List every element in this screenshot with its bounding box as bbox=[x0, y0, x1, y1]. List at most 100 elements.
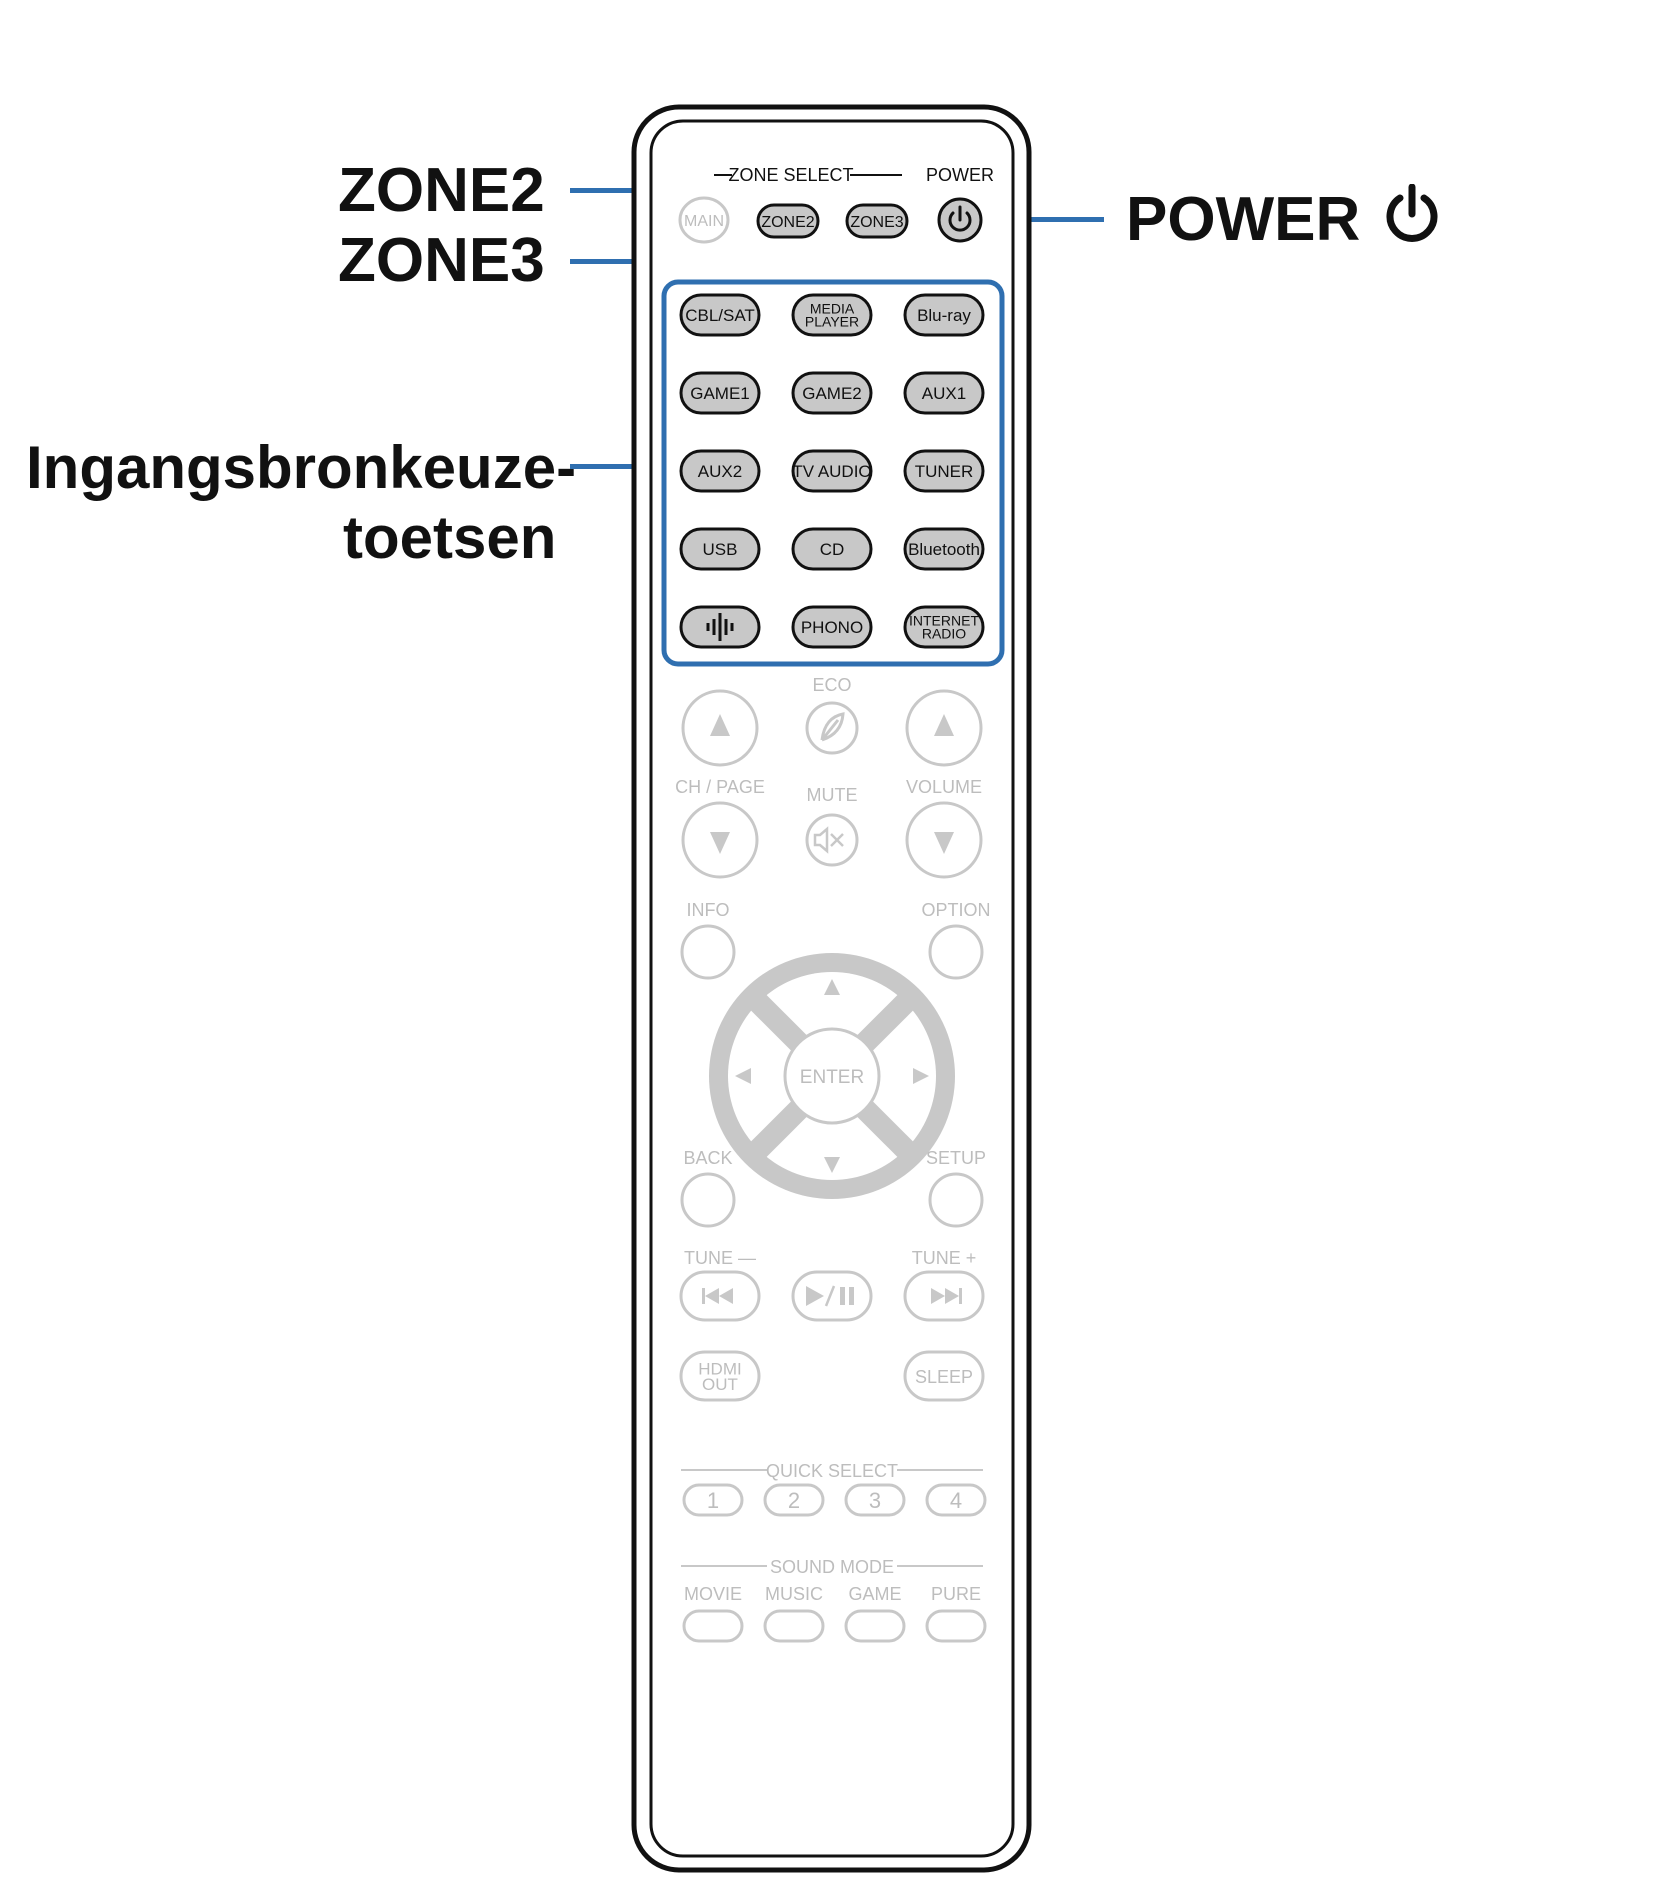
dpad-down-arrow[interactable] bbox=[824, 1157, 840, 1173]
heos-icon bbox=[706, 613, 734, 641]
tune-plus-label: TUNE + bbox=[912, 1248, 977, 1268]
quick-select-button[interactable] bbox=[925, 1483, 987, 1517]
zone2-callout: ZONE2 bbox=[338, 156, 545, 225]
volume-label: VOLUME bbox=[906, 777, 982, 797]
sound-mode-label-2: MUSIC bbox=[765, 1584, 823, 1604]
zone3-callout: ZONE3 bbox=[338, 226, 545, 295]
sound-mode-label-4: PURE bbox=[931, 1584, 981, 1604]
power-icon bbox=[1387, 183, 1438, 242]
power-callout: POWER bbox=[1126, 183, 1439, 254]
eco-label: ECO bbox=[812, 675, 851, 695]
sound-mode-button[interactable] bbox=[682, 1609, 744, 1643]
sleep-label: SLEEP bbox=[915, 1367, 973, 1387]
dpad-up-arrow[interactable] bbox=[824, 979, 840, 995]
option-button[interactable] bbox=[928, 924, 984, 980]
input-button[interactable] bbox=[903, 527, 985, 571]
sleep-button[interactable] bbox=[903, 1350, 985, 1402]
input-buttons-highlight-frame bbox=[661, 279, 1005, 667]
info-label: INFO bbox=[687, 900, 730, 920]
input-leader-line bbox=[570, 464, 662, 469]
input-button-label: Blu-ray bbox=[917, 306, 971, 325]
input-button[interactable] bbox=[791, 293, 873, 337]
input-button-label: TV AUDIO bbox=[792, 462, 871, 481]
zone-select-label: ZONE SELECT bbox=[728, 165, 853, 185]
input-button[interactable] bbox=[791, 449, 873, 493]
quick-select-label: QUICK SELECT bbox=[766, 1461, 898, 1481]
input-button[interactable] bbox=[679, 527, 761, 571]
input-buttons-callout-line2: toetsen bbox=[343, 504, 557, 571]
zone3-button[interactable] bbox=[845, 203, 909, 239]
quick-select-button[interactable] bbox=[763, 1483, 825, 1517]
power-leader-line bbox=[978, 217, 1104, 222]
play-pause-button[interactable] bbox=[791, 1270, 873, 1322]
input-button[interactable] bbox=[679, 293, 761, 337]
main-button-label: MAIN bbox=[684, 213, 724, 230]
skip-back-icon bbox=[702, 1288, 733, 1304]
input-button-label: AUX2 bbox=[698, 462, 742, 481]
input-button-label: PHONO bbox=[801, 618, 863, 637]
input-button[interactable] bbox=[679, 449, 761, 493]
sound-mode-buttons: MOVIE MUSIC GAME PURE bbox=[682, 1584, 987, 1643]
sound-mode-button[interactable] bbox=[844, 1609, 906, 1643]
quick-select-button-label: 1 bbox=[707, 1488, 719, 1513]
input-button-label: AUX1 bbox=[922, 384, 966, 403]
sound-mode-label: SOUND MODE bbox=[770, 1557, 894, 1577]
mute-button[interactable] bbox=[805, 813, 859, 867]
enter-label: ENTER bbox=[800, 1067, 864, 1088]
input-button[interactable] bbox=[791, 527, 873, 571]
mute-label: MUTE bbox=[807, 785, 858, 805]
input-button[interactable] bbox=[791, 605, 873, 649]
input-button[interactable] bbox=[903, 293, 985, 337]
quick-select-button[interactable] bbox=[682, 1483, 744, 1517]
sound-mode-button[interactable] bbox=[925, 1609, 987, 1643]
quick-select-button-label: 4 bbox=[950, 1488, 962, 1513]
volume-down-arrow bbox=[934, 832, 954, 854]
input-button-label: GAME2 bbox=[802, 384, 862, 403]
input-button-label: GAME1 bbox=[690, 384, 750, 403]
volume-up-arrow bbox=[934, 714, 954, 736]
input-button[interactable] bbox=[791, 371, 873, 415]
ch-page-label: CH / PAGE bbox=[675, 777, 765, 797]
input-button[interactable] bbox=[903, 449, 985, 493]
dpad-left-arrow[interactable] bbox=[735, 1068, 751, 1084]
quick-select-buttons: 1 2 3 4 bbox=[682, 1483, 987, 1517]
leaf-icon bbox=[820, 712, 845, 742]
power-callout-text: POWER bbox=[1126, 185, 1361, 254]
back-button[interactable] bbox=[680, 1172, 736, 1228]
play-pause-icon bbox=[806, 1285, 854, 1307]
input-button[interactable] bbox=[903, 371, 985, 415]
tune-minus-label: TUNE — bbox=[684, 1248, 756, 1268]
quick-select-button[interactable] bbox=[844, 1483, 906, 1517]
zone2-button[interactable] bbox=[756, 203, 820, 239]
quick-select-button-label: 2 bbox=[788, 1488, 800, 1513]
quick-select-button-label: 3 bbox=[869, 1488, 881, 1513]
input-button-label: CD bbox=[820, 540, 845, 559]
hdmi-out-button[interactable] bbox=[679, 1350, 761, 1402]
input-button[interactable] bbox=[903, 605, 985, 649]
power-button-icon bbox=[948, 205, 972, 232]
sound-mode-label-1: MOVIE bbox=[684, 1584, 742, 1604]
setup-label: SETUP bbox=[926, 1148, 986, 1168]
sound-mode-button[interactable] bbox=[763, 1609, 825, 1643]
option-label: OPTION bbox=[921, 900, 990, 920]
input-button[interactable] bbox=[679, 371, 761, 415]
ch-page-up-arrow bbox=[710, 714, 730, 736]
input-button-label: USB bbox=[703, 540, 738, 559]
info-button[interactable] bbox=[680, 924, 736, 980]
mute-icon bbox=[813, 826, 844, 854]
main-button[interactable] bbox=[678, 196, 730, 244]
enter-button[interactable] bbox=[783, 1027, 881, 1125]
sound-mode-label-3: GAME bbox=[848, 1584, 901, 1604]
zone2-button-label: ZONE2 bbox=[761, 214, 814, 231]
dpad-right-arrow[interactable] bbox=[913, 1068, 929, 1084]
back-label: BACK bbox=[683, 1148, 732, 1168]
input-button-label: CBL/SAT bbox=[685, 306, 755, 325]
setup-button[interactable] bbox=[928, 1172, 984, 1228]
input-button-label: Bluetooth bbox=[908, 540, 980, 559]
ch-page-down-arrow bbox=[710, 832, 730, 854]
power-button-label: POWER bbox=[926, 165, 994, 185]
